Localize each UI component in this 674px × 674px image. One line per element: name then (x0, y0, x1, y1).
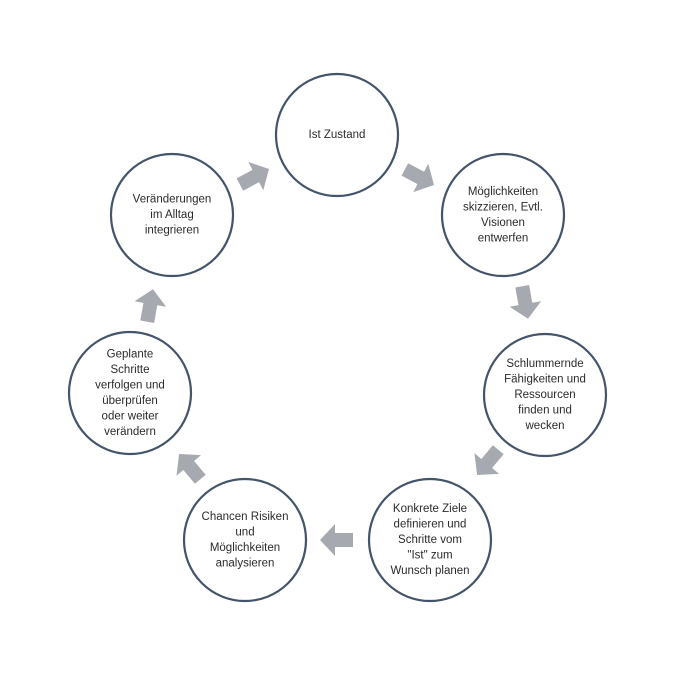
stage-label-line: verändern (104, 426, 156, 438)
stage-circle (274, 72, 400, 198)
arrow-1-chevron-arrow-icon (236, 161, 270, 191)
arrow-2-chevron-arrow-icon (401, 163, 435, 193)
stage-7: Veränderungen im Alltag integrieren (109, 152, 235, 278)
arrows-layer (134, 161, 542, 556)
stage-label-line: integrieren (145, 225, 199, 237)
stage-label-line: Ist Zustand (309, 129, 366, 141)
stage-label-line: im Alltag (150, 209, 193, 221)
stage-label-line: Ressourcen (514, 389, 575, 401)
arrow-6-chevron-arrow-icon (176, 453, 206, 484)
stage-label-line: Visionen (481, 217, 525, 229)
stage-label-line: Chancen Risiken (202, 511, 289, 523)
stage-label-line: wecken (525, 420, 565, 432)
stage-circle (440, 152, 566, 278)
stage-label-line: Schritte vom (398, 534, 462, 546)
stage-circle (367, 477, 493, 603)
stage-label-line: oder weiter (102, 410, 159, 422)
stage-label-line: skizzieren, Evtl. (463, 201, 543, 213)
arrow-3-chevron-arrow-icon (509, 285, 542, 319)
stage-label-line: definieren und (394, 519, 467, 531)
stage-label-line: "Ist" zum (407, 550, 452, 562)
arrow-4-chevron-arrow-icon (474, 445, 504, 476)
stage-label-line: Wunsch planen (390, 565, 469, 577)
arrow-shape (134, 289, 167, 323)
stage-label-line: Schlummernde (506, 358, 583, 370)
stage-label-line: Konkrete Ziele (393, 503, 467, 515)
arrow-shape (176, 453, 206, 484)
stage-label-line: Möglichkeiten (210, 542, 280, 554)
stage-circle (482, 332, 608, 458)
stage-label-line: finden und (518, 405, 572, 417)
stage-label-line: überprüfen (102, 395, 158, 407)
stage-label-line: Möglichkeiten (468, 186, 538, 198)
arrow-shape (236, 161, 270, 191)
arrow-shape (320, 524, 353, 556)
stage-label-line: verfolgen und (95, 379, 165, 391)
arrow-7-chevron-arrow-icon (134, 289, 167, 323)
stage-2: Möglichkeiten skizzieren, Evtl. Visionen en… (440, 152, 566, 278)
stage-1: Ist Zustand (274, 72, 400, 198)
stage-circle (109, 152, 235, 278)
stage-label-line: Fähigkeiten und (504, 374, 586, 386)
arrow-5-chevron-arrow-icon (320, 524, 353, 556)
stage-label-line: Geplante (107, 348, 154, 360)
stage-circle (67, 330, 193, 456)
stage-label-line: und (235, 526, 254, 538)
stage-label-line: Schritte (111, 364, 150, 376)
stage-label-line: analysieren (216, 557, 275, 569)
stage-circle (182, 477, 308, 603)
arrow-shape (474, 445, 504, 476)
arrow-shape (401, 163, 435, 193)
arrow-shape (509, 285, 542, 319)
stage-label-line: entwerfen (478, 232, 529, 244)
stage-label-line: Veränderungen (133, 194, 212, 206)
